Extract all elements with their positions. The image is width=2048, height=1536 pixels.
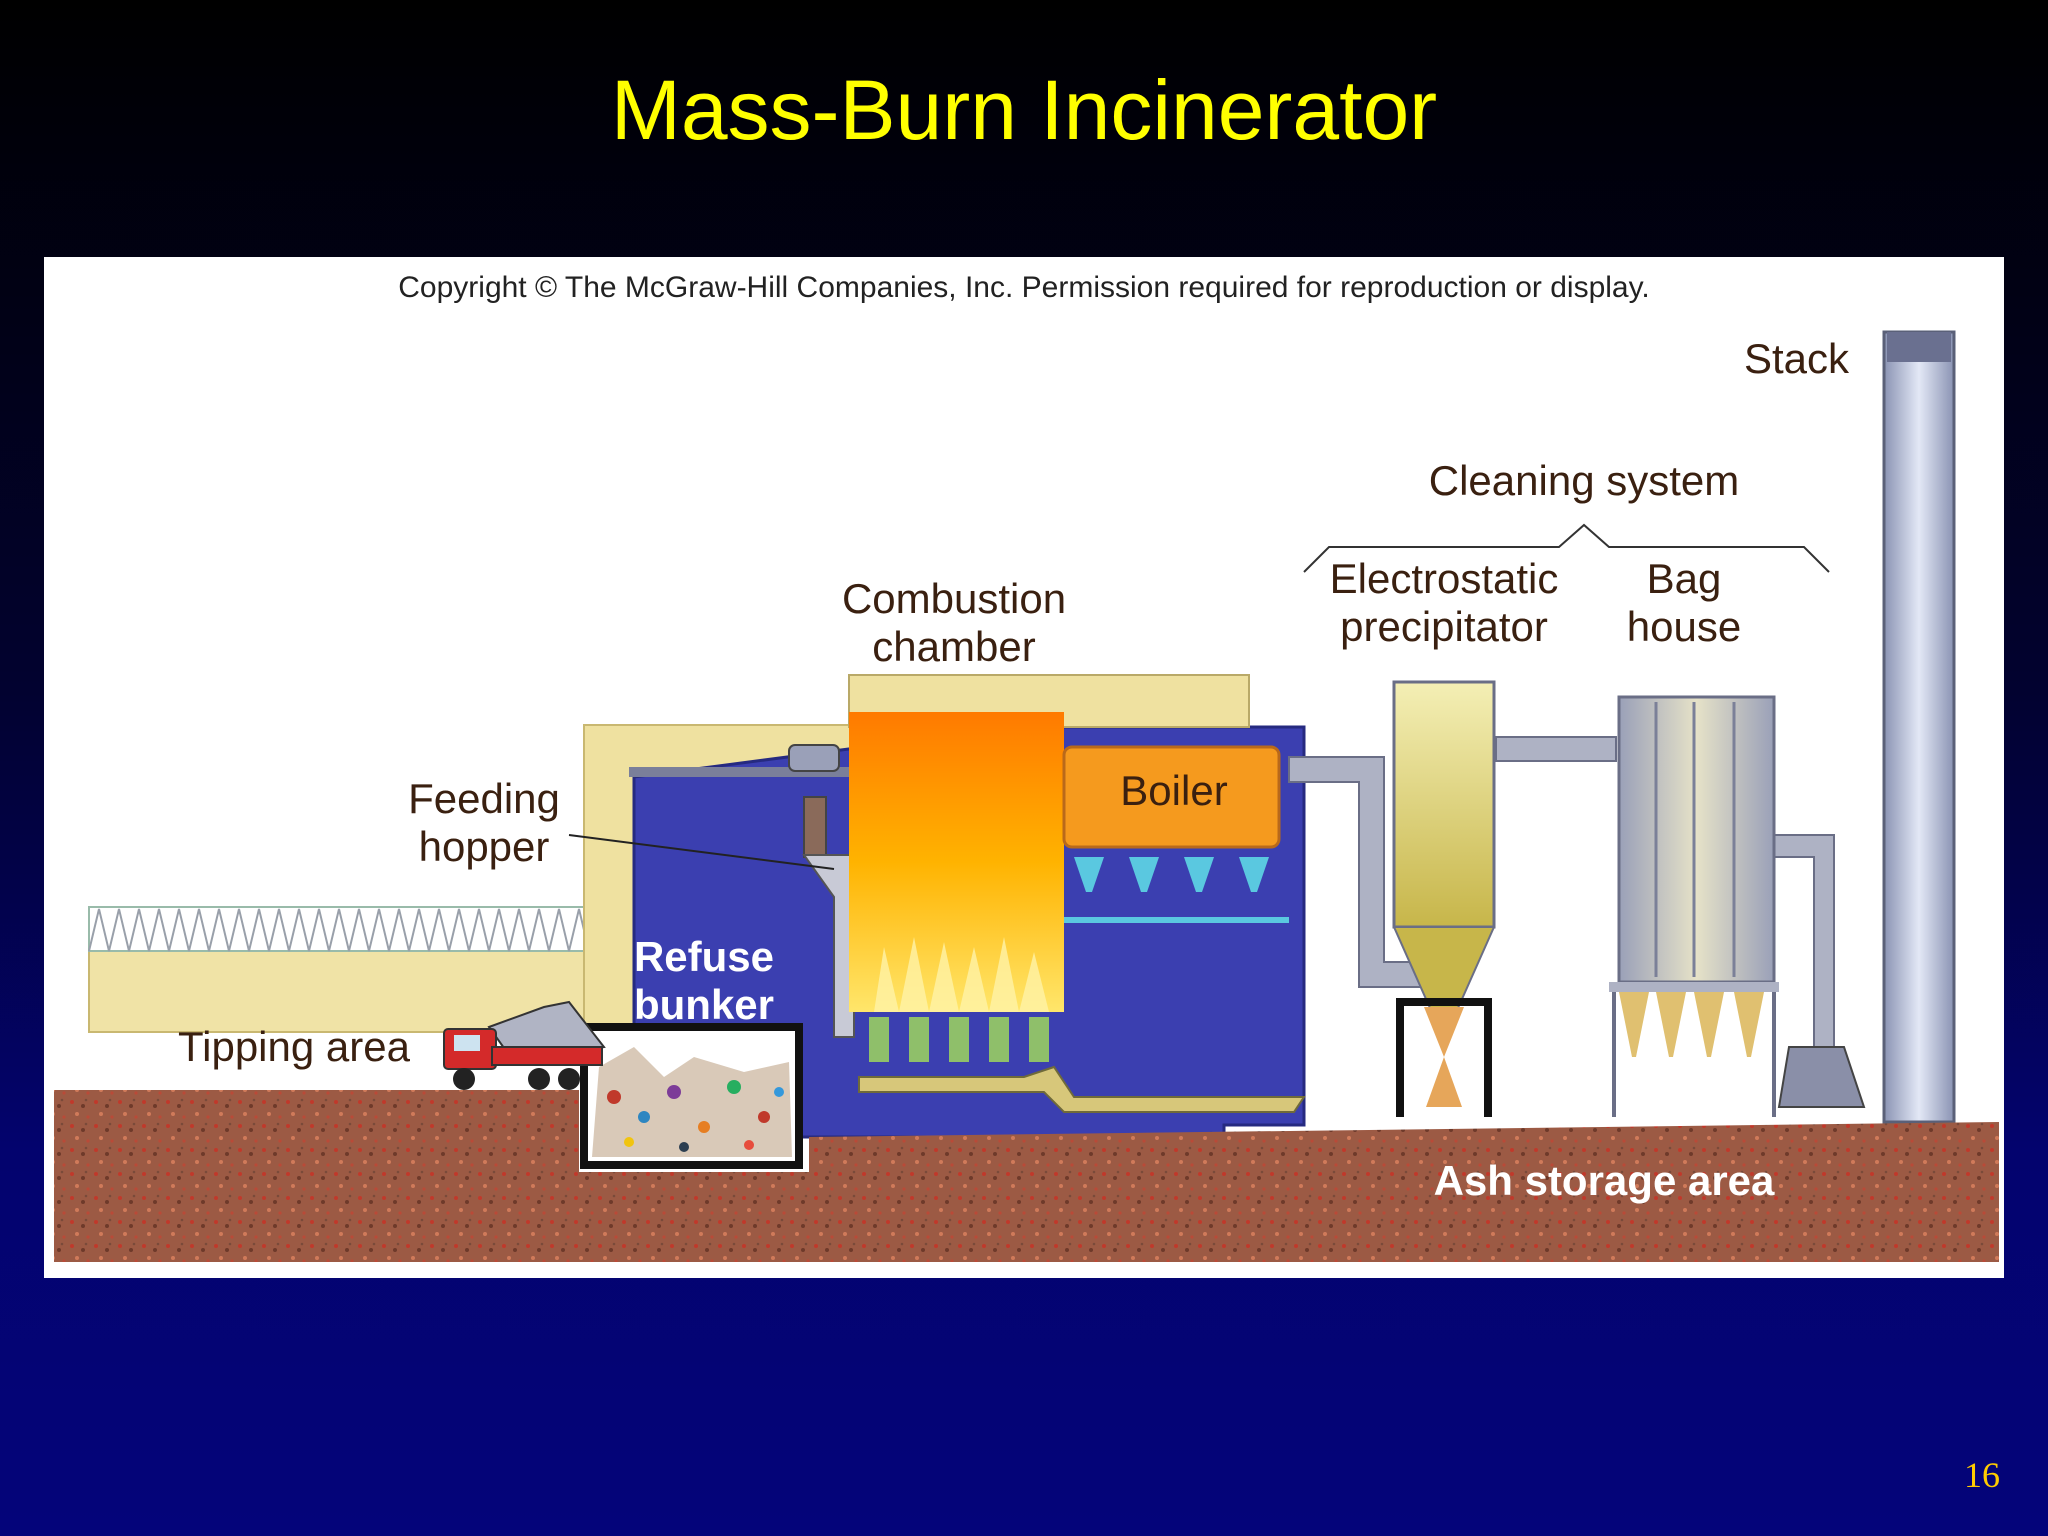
label-electrostatic-precipitator: Electrostatic precipitator: [1329, 555, 1559, 650]
incinerator-diagram: Copyright © The McGraw-Hill Companies, I…: [44, 257, 2004, 1278]
ground: [54, 1090, 1999, 1262]
stack-cap: [1887, 332, 1951, 362]
label-boiler: Boiler: [1120, 767, 1228, 814]
label-ash-storage-area: Ash storage area: [1433, 1157, 1775, 1204]
dump-truck: [443, 1000, 606, 1090]
grate-burners: [869, 1017, 1049, 1062]
stack: [1882, 330, 1956, 1124]
refuse-pile: [592, 1047, 792, 1157]
label-tipping-area: Tipping area: [178, 1023, 410, 1070]
esp-ash-cone: [1424, 1007, 1464, 1107]
stack-fan: [1777, 1046, 1866, 1108]
boiler-hoppers: [1064, 857, 1289, 923]
page-number: 16: [1964, 1455, 2000, 1495]
truss-zigzag: [88, 908, 620, 952]
label-baghouse: Bag house: [1626, 555, 1742, 650]
label-combustion-chamber: Combustion chamber: [841, 575, 1067, 670]
crane-rail: [629, 767, 889, 777]
baghouse: [1617, 695, 1776, 984]
label-feeding-hopper: Feeding hopper: [408, 775, 560, 870]
label-stack: Stack: [1744, 335, 1850, 382]
baghouse-bags: [1654, 702, 1736, 977]
refuse-debris: [607, 1080, 784, 1152]
flame-tongues: [874, 937, 1049, 1012]
duct-esp-to-bag: [1495, 736, 1617, 762]
label-refuse-bunker: Refuse bunker: [633, 933, 775, 1028]
esp-support-frame: [1396, 998, 1492, 1117]
copyright-notice: Copyright © The McGraw-Hill Companies, I…: [398, 271, 1650, 304]
electrostatic-precipitator: [1392, 680, 1496, 929]
boiler: [1062, 745, 1281, 849]
cleaning-system-bracket: [1303, 523, 1830, 573]
baghouse-hoppers: [1612, 992, 1776, 1117]
slide-title: Mass-Burn Incinerator: [610, 63, 1438, 157]
crane-grab: [803, 796, 827, 858]
feeding-hopper-leader: [568, 834, 835, 870]
crane-trolley: [788, 744, 840, 772]
ash-conveyor: [858, 1065, 1306, 1113]
baghouse-hopper-frame: [1609, 982, 1779, 992]
label-cleaning-system: Cleaning system: [1428, 457, 1740, 504]
diagram-artwork: [54, 330, 1999, 1262]
